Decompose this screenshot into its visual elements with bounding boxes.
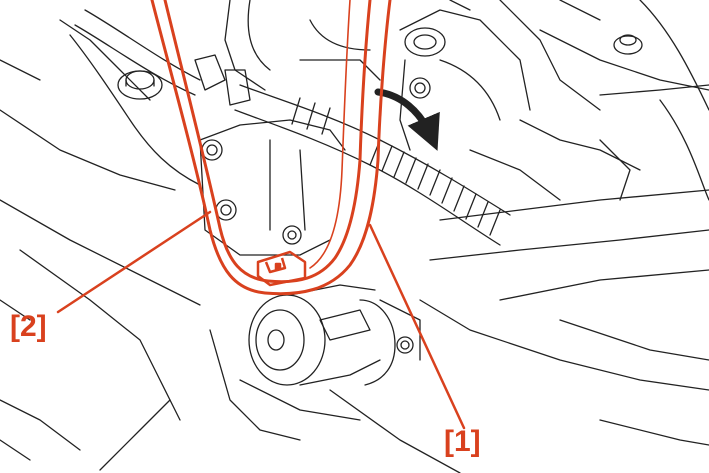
leader-line-2 — [56, 210, 212, 314]
bolt-bracket-upper-icon — [201, 139, 223, 161]
callout-label-1: [1] — [444, 425, 481, 458]
bolt-bracket-right-icon — [282, 225, 302, 245]
bolt-far-right-icon — [613, 34, 643, 55]
highlighted-hose — [150, 0, 392, 296]
leader-line-1 — [368, 223, 466, 430]
hose-clip — [256, 250, 307, 287]
bolt-lower-right-icon — [396, 336, 414, 354]
pulley-icon — [248, 294, 326, 386]
curved-arrow-icon — [374, 88, 440, 151]
callout-label-2: [2] — [10, 310, 47, 343]
bolt-upper-left-icon — [117, 70, 163, 100]
bolt-upper-right-icon — [409, 77, 431, 99]
